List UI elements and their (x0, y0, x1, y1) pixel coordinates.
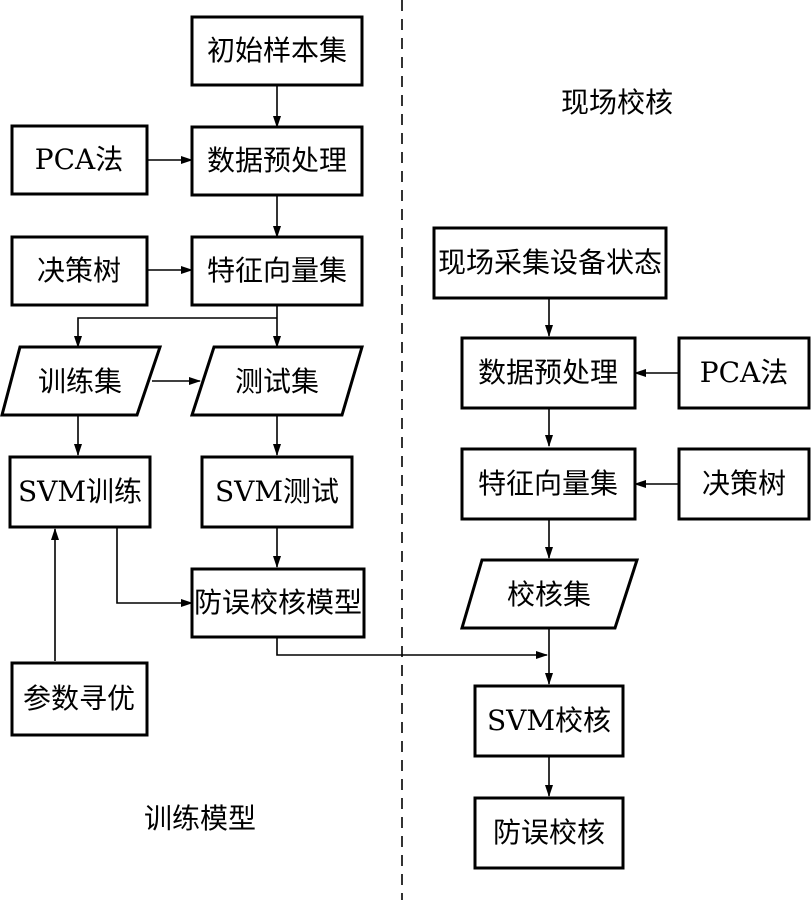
left-panel-caption: 训练模型 (144, 802, 256, 835)
arrow-svmtrain-to-model (116, 527, 193, 607)
node-field-collect: 现场采集设备状态 (432, 226, 668, 300)
svg-text:特征向量集: 特征向量集 (207, 254, 347, 287)
node-feature-set-left: 特征向量集 (190, 235, 364, 307)
svg-text:PCA法: PCA法 (700, 356, 789, 389)
node-pca-right: PCA法 (677, 336, 811, 410)
svg-text:PCA法: PCA法 (35, 143, 124, 176)
svg-text:SVM校核: SVM校核 (487, 704, 611, 737)
node-svm-check: SVM校核 (473, 684, 625, 758)
node-initial-sample: 初始样本集 (190, 15, 364, 87)
svg-text:防误校核: 防误校核 (493, 816, 605, 849)
svg-text:初始样本集: 初始样本集 (207, 34, 347, 67)
node-svm-train: SVM训练 (8, 455, 152, 529)
svg-text:SVM训练: SVM训练 (18, 475, 142, 508)
node-feature-set-right: 特征向量集 (460, 447, 637, 521)
svg-text:SVM测试: SVM测试 (215, 475, 339, 508)
node-train-set: 训练集 (0, 345, 163, 417)
svg-text:防误校核模型: 防误校核模型 (194, 586, 362, 619)
svg-text:训练集: 训练集 (38, 365, 122, 398)
node-param-opt: 参数寻优 (10, 661, 149, 737)
node-preprocess-right: 数据预处理 (460, 336, 637, 410)
svg-text:测试集: 测试集 (235, 365, 319, 398)
svg-text:数据预处理: 数据预处理 (207, 144, 347, 177)
node-model: 防误校核模型 (190, 567, 366, 639)
node-decision-tree-right: 决策树 (677, 447, 811, 521)
right-panel-caption: 现场校核 (561, 86, 673, 119)
svg-text:数据预处理: 数据预处理 (478, 356, 618, 389)
node-test-set: 测试集 (189, 345, 365, 417)
node-preprocess-left: 数据预处理 (190, 125, 364, 197)
node-pca-left: PCA法 (10, 124, 149, 196)
left-connectors (51, 85, 548, 661)
svg-text:特征向量集: 特征向量集 (478, 467, 618, 500)
svg-text:决策树: 决策树 (37, 254, 121, 287)
svg-text:决策树: 决策树 (702, 467, 786, 500)
svg-text:现场采集设备状态: 现场采集设备状态 (438, 246, 662, 279)
arrow-model-to-svmcheck (276, 637, 548, 659)
node-result: 防误校核 (473, 796, 625, 870)
right-connectors (545, 298, 679, 797)
svg-text:校核集: 校核集 (507, 578, 591, 611)
node-svm-test: SVM测试 (200, 455, 354, 529)
node-check-set: 校核集 (459, 558, 640, 630)
arrow-feature-to-train (74, 317, 277, 348)
svg-text:参数寻优: 参数寻优 (23, 682, 135, 715)
node-decision-tree-left: 决策树 (10, 235, 149, 307)
